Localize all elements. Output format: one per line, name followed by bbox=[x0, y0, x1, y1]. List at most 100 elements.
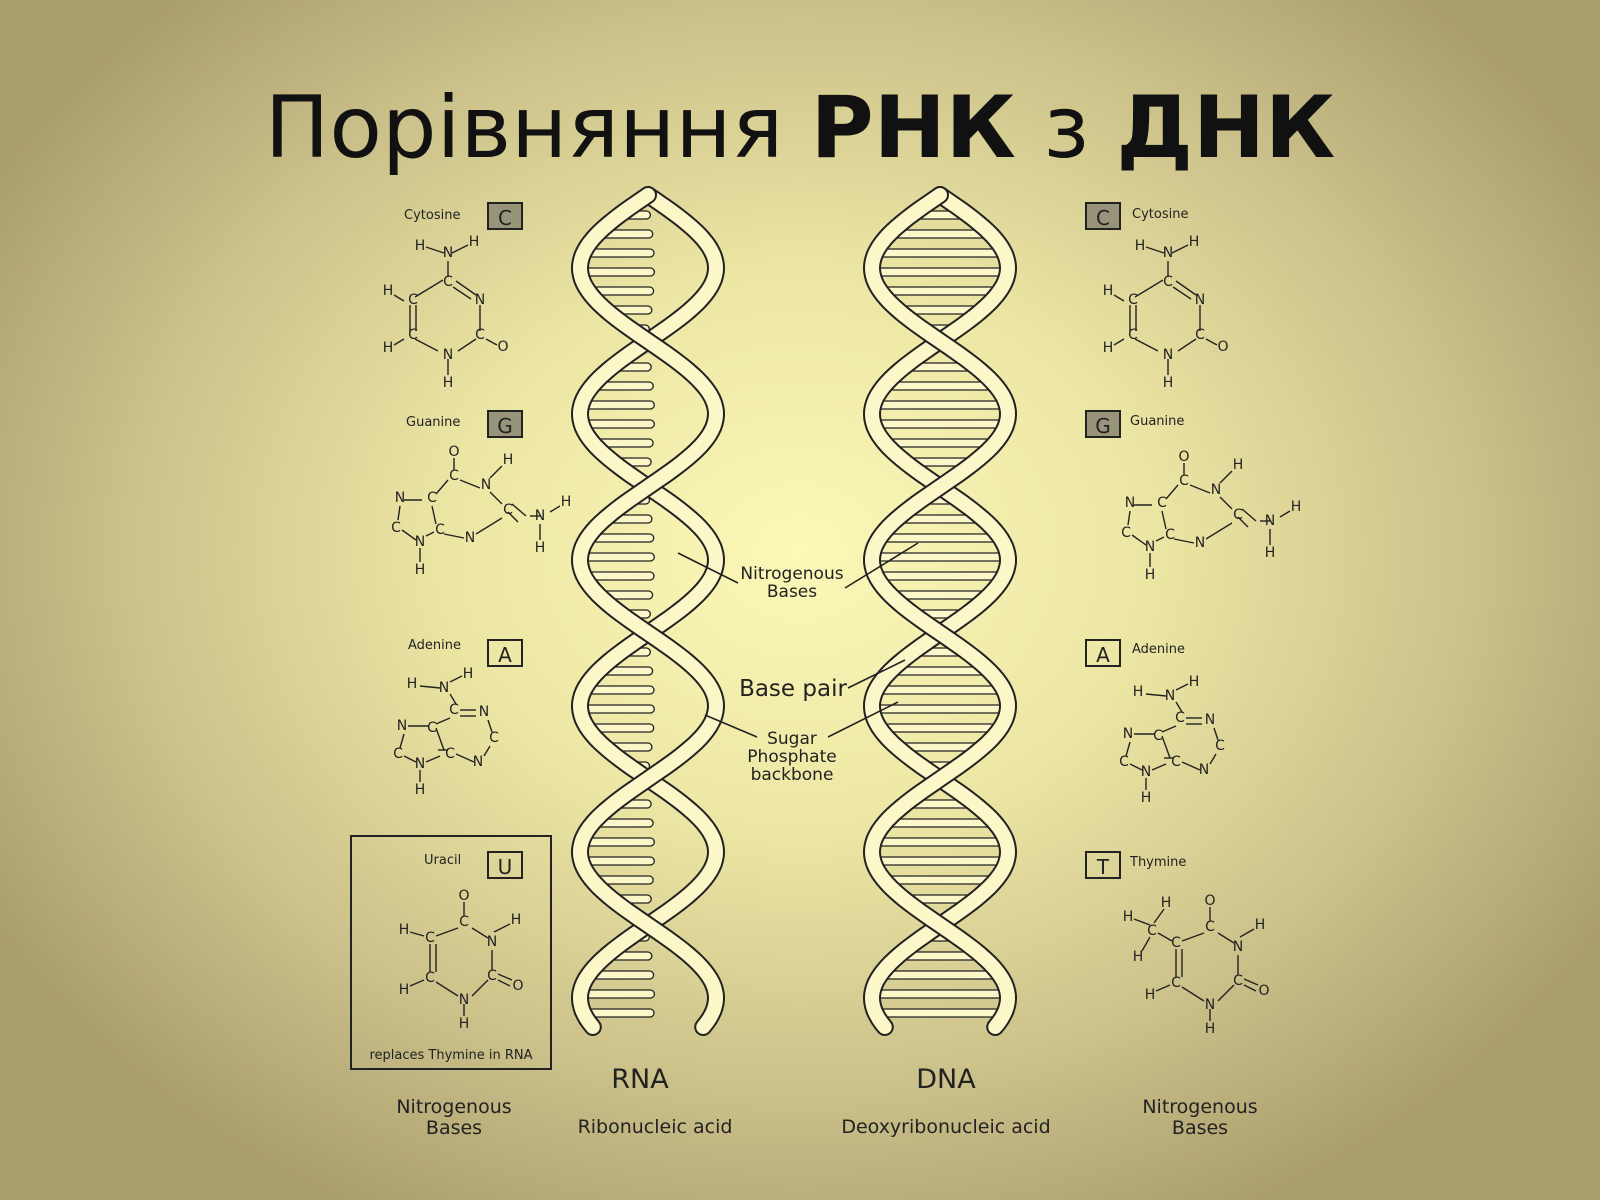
left-caption: Nitrogenous Bases bbox=[374, 1097, 534, 1139]
svg-text:C: C bbox=[393, 746, 403, 762]
left-guanine-label: Guanine bbox=[406, 415, 461, 430]
base-rung bbox=[878, 248, 1002, 258]
left-adenine-label: Adenine bbox=[408, 638, 462, 653]
svg-text:O: O bbox=[1258, 983, 1269, 999]
svg-text:H: H bbox=[511, 912, 522, 928]
svg-text:N: N bbox=[535, 508, 545, 524]
svg-text:N: N bbox=[1125, 495, 1135, 511]
svg-text:H: H bbox=[1265, 545, 1276, 561]
svg-text:N: N bbox=[415, 534, 425, 550]
svg-text:C: C bbox=[1153, 728, 1163, 744]
svg-text:C: C bbox=[1119, 754, 1129, 770]
slide-title: Порівняння РНК з ДНК bbox=[0, 78, 1600, 178]
svg-text:N: N bbox=[1165, 688, 1175, 704]
svg-text:H: H bbox=[1145, 567, 1156, 583]
svg-text:N: N bbox=[1163, 347, 1173, 363]
left-caption-line1: Nitrogenous bbox=[396, 1096, 512, 1118]
svg-text:O: O bbox=[458, 888, 469, 904]
title-rna: РНК bbox=[810, 78, 1016, 178]
base-rung bbox=[893, 590, 987, 600]
svg-text:N: N bbox=[1145, 539, 1155, 555]
svg-text:C: C bbox=[1165, 527, 1175, 543]
right-thymine-structure: OCN HCO NHC CCH HHH bbox=[1123, 893, 1270, 1037]
right-adenine-letter: A bbox=[1085, 639, 1121, 667]
left-cytosine-letter: C bbox=[487, 202, 523, 230]
svg-text:C: C bbox=[1179, 473, 1189, 489]
svg-text:O: O bbox=[512, 978, 523, 994]
base-rung bbox=[888, 438, 992, 448]
svg-text:N: N bbox=[479, 704, 489, 720]
svg-text:C: C bbox=[449, 702, 459, 718]
svg-text:N: N bbox=[1265, 513, 1275, 529]
nitrogenous-line2: Bases bbox=[766, 582, 818, 602]
svg-text:H: H bbox=[469, 234, 480, 250]
svg-text:C: C bbox=[1171, 935, 1181, 951]
uracil-note: replaces Thymine in RNA bbox=[369, 1048, 533, 1063]
svg-text:H: H bbox=[1133, 949, 1144, 965]
left-uracil-label: Uracil bbox=[424, 853, 462, 868]
base-rung bbox=[587, 685, 655, 695]
svg-text:C: C bbox=[435, 522, 445, 538]
svg-text:C: C bbox=[1163, 274, 1173, 290]
right-caption-line2: Bases bbox=[1171, 1117, 1229, 1139]
right-cytosine-label: Cytosine bbox=[1132, 207, 1189, 222]
svg-text:H: H bbox=[1205, 1021, 1216, 1037]
backbone-strand bbox=[572, 188, 724, 1034]
svg-text:C: C bbox=[1128, 292, 1138, 308]
svg-text:C: C bbox=[1215, 738, 1225, 754]
rna-label: RNA bbox=[611, 1064, 669, 1095]
right-adenine-label: Adenine bbox=[1132, 642, 1186, 657]
svg-text:N: N bbox=[1141, 764, 1151, 780]
svg-text:N: N bbox=[1195, 292, 1205, 308]
left-guanine-letter: G bbox=[487, 410, 523, 438]
svg-text:N: N bbox=[481, 477, 491, 493]
title-connector: з bbox=[1015, 78, 1117, 178]
svg-text:C: C bbox=[425, 970, 435, 986]
svg-text:N: N bbox=[1211, 482, 1221, 498]
svg-text:C: C bbox=[1121, 525, 1131, 541]
base-rung bbox=[876, 419, 1004, 429]
backbone-strand bbox=[864, 188, 1016, 1034]
svg-text:O: O bbox=[448, 444, 459, 460]
svg-text:H: H bbox=[383, 283, 394, 299]
base-rung bbox=[876, 856, 1004, 866]
svg-text:C: C bbox=[503, 502, 513, 518]
svg-text:N: N bbox=[459, 992, 469, 1008]
base-rung bbox=[892, 229, 988, 239]
svg-text:C: C bbox=[427, 720, 437, 736]
left-cytosine-label: Cytosine bbox=[404, 208, 461, 223]
svg-text:C: C bbox=[1175, 710, 1185, 726]
base-rung bbox=[883, 286, 997, 296]
base-rung bbox=[875, 704, 1005, 714]
svg-text:H: H bbox=[1233, 457, 1244, 473]
rna-helix bbox=[570, 186, 726, 1036]
svg-text:H: H bbox=[1135, 238, 1146, 254]
svg-text:H: H bbox=[1103, 283, 1114, 299]
base-rung bbox=[875, 267, 1005, 277]
dna-full-name: Deoxyribonucleic acid bbox=[841, 1116, 1051, 1138]
svg-text:H: H bbox=[1291, 499, 1302, 515]
base-rung bbox=[888, 818, 992, 828]
svg-text:N: N bbox=[475, 292, 485, 308]
svg-text:C: C bbox=[408, 292, 418, 308]
svg-text:H: H bbox=[1103, 340, 1114, 356]
svg-text:H: H bbox=[1123, 909, 1134, 925]
base-rung bbox=[878, 1008, 1002, 1018]
base-rung bbox=[586, 1008, 655, 1018]
base-rung bbox=[586, 248, 655, 258]
dna-helix bbox=[862, 186, 1018, 1036]
nitrogenous-bases-label: Nitrogenous Bases bbox=[722, 565, 862, 601]
svg-text:N: N bbox=[397, 718, 407, 734]
right-guanine-label: Guanine bbox=[1130, 414, 1185, 429]
backbone-strand bbox=[572, 188, 724, 1034]
sugar-line2: Phosphate bbox=[747, 747, 837, 767]
svg-text:N: N bbox=[465, 530, 475, 546]
base-rung bbox=[876, 400, 1004, 410]
dna-label: DNA bbox=[916, 1064, 976, 1095]
svg-text:H: H bbox=[415, 238, 426, 254]
svg-text:C: C bbox=[489, 730, 499, 746]
